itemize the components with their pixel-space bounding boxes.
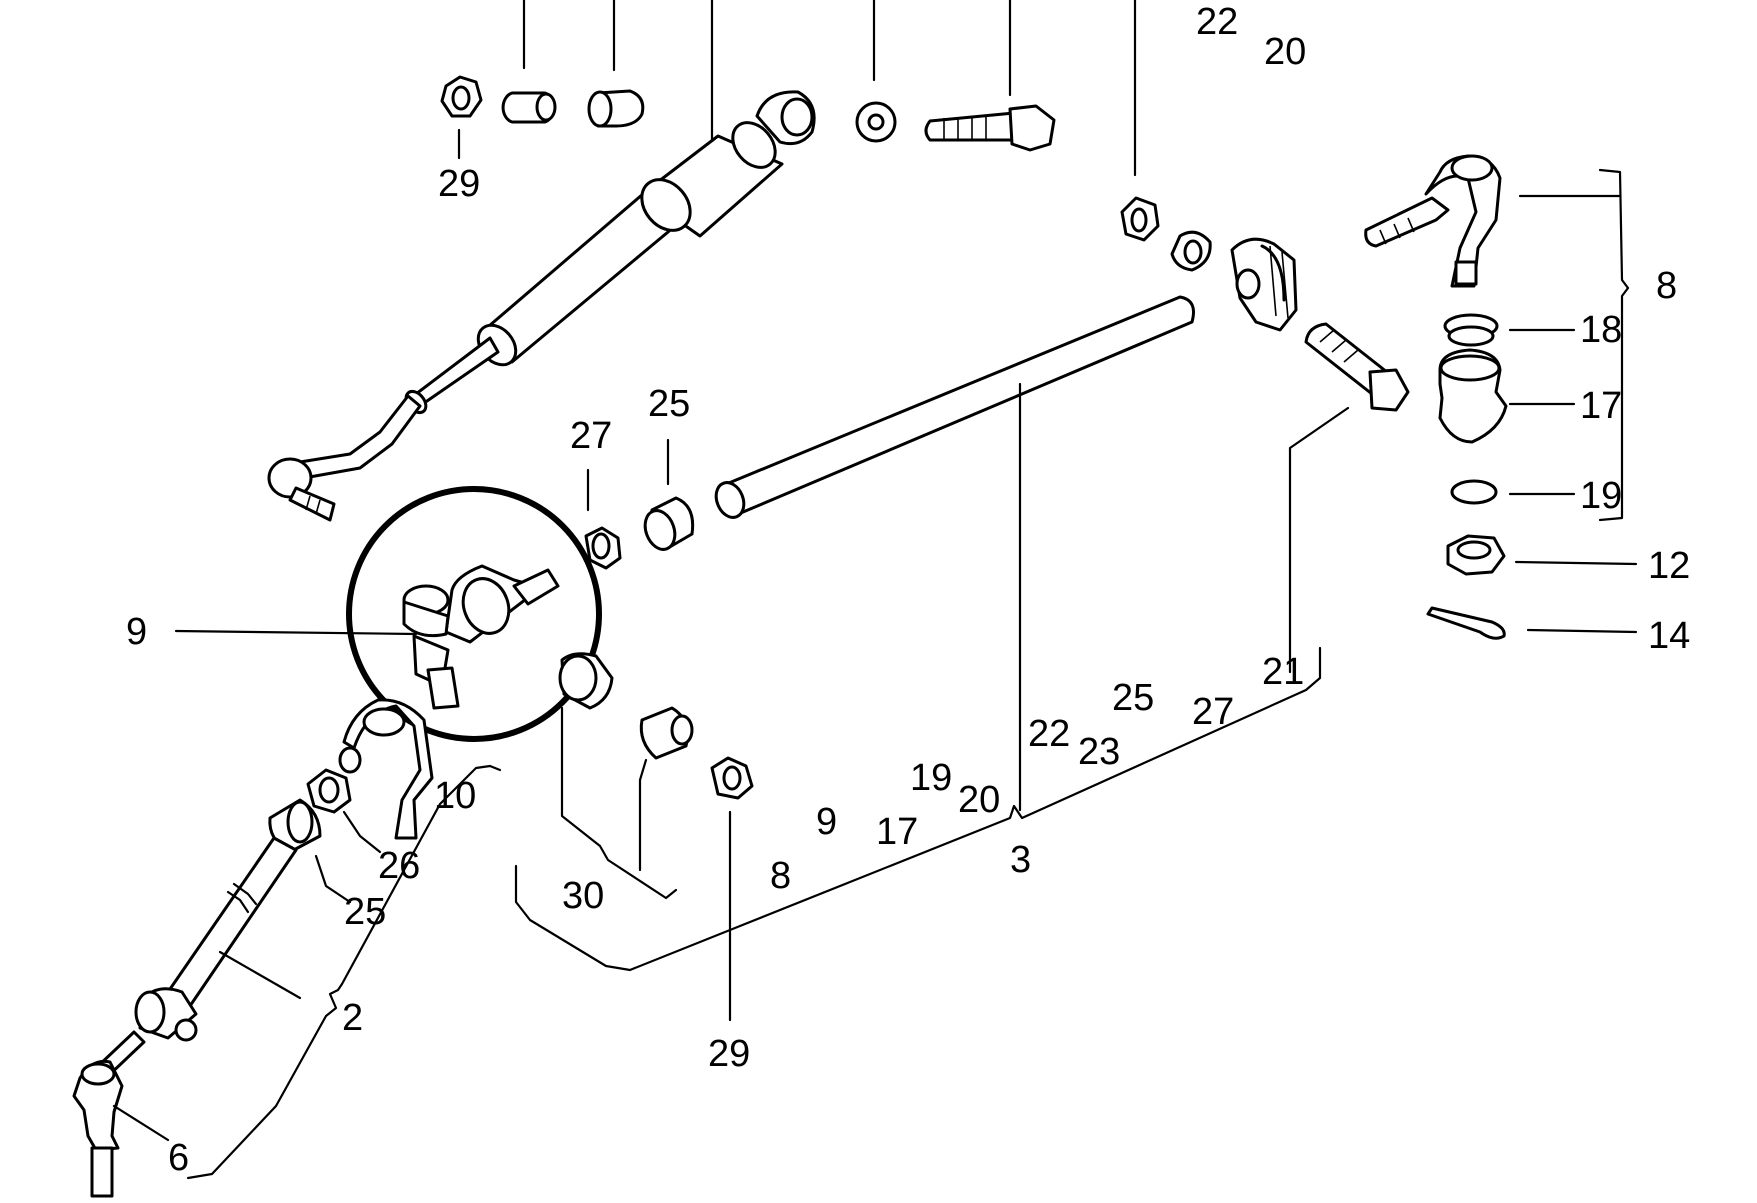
nut-26 [306,768,382,854]
label-10: 10 [434,775,476,817]
sleeve-25 [268,798,352,904]
label-kit3-23: 23 [1078,731,1120,773]
steering-damper [267,90,816,522]
tie-rod-end-8 [1364,154,1622,288]
label-kit3-17: 17 [876,811,918,853]
label-25-mid: 25 [648,383,690,425]
label-19: 19 [1580,475,1622,517]
label-kit3-9: 9 [816,801,837,843]
label-kit3-27: 27 [1192,691,1234,733]
label-30: 30 [562,875,604,917]
tie-rod-end-10 [338,698,434,840]
spring-clip-18 [1443,313,1576,347]
label-20-top: 20 [1264,31,1306,73]
bolt-21 [1288,322,1410,674]
bolt-top [924,104,1056,152]
tie-rod-2 [94,836,302,1080]
label-3: 3 [1010,839,1031,881]
label-2: 2 [342,997,363,1039]
top-leader-lines [522,0,1137,177]
label-18: 18 [1580,309,1622,351]
split-pin-14 [1426,606,1638,640]
label-27-mid: 27 [570,415,612,457]
label-26: 26 [378,845,420,887]
castle-nut-12 [1446,534,1638,576]
split-ring-22 [1170,230,1212,272]
tie-rod-tube-3 [714,295,1195,812]
bracket-2 [186,764,502,1180]
highlight-circle [346,486,602,742]
o-ring-19 [1450,479,1576,505]
bush-30 [558,652,614,710]
label-29-top: 29 [438,163,480,205]
label-17: 17 [1580,385,1622,427]
label-kit3-25: 25 [1112,677,1154,719]
ball-joint-9 [174,486,602,742]
bush-small-mid [639,706,694,760]
label-29-bottom: 29 [708,1033,750,1075]
nut-27-mid [584,468,622,570]
boot-17 [1438,348,1576,444]
bracket-3 [514,646,1322,972]
label-25-low: 25 [344,891,386,933]
bracket-30 [560,706,678,900]
label-6: 6 [168,1137,189,1179]
washer-star-top [855,101,897,143]
nut-top-right [1120,196,1160,242]
bush-top-1 [501,91,557,124]
label-14: 14 [1648,615,1690,657]
tie-rod-end-6 [72,1059,170,1198]
nut-29-bottom [710,756,754,1022]
label-kit3-8: 8 [770,855,791,897]
label-22-top: 22 [1196,1,1238,43]
nut-29-top [440,75,483,160]
label-kit3-19: 19 [910,757,952,799]
label-8-right: 8 [1656,265,1677,307]
callout-labels: 29 22 20 8 18 17 19 12 14 21 25 27 9 10 … [126,1,1690,1179]
clamp-20 [1230,237,1298,332]
label-12: 12 [1648,545,1690,587]
label-9-left: 9 [126,611,147,653]
label-21: 21 [1262,651,1304,693]
bracket-8 [1598,168,1630,522]
label-kit3-20: 20 [958,779,1000,821]
bush-25-mid [643,438,695,551]
bush-top-2 [587,89,645,128]
label-kit3-22: 22 [1028,713,1070,755]
